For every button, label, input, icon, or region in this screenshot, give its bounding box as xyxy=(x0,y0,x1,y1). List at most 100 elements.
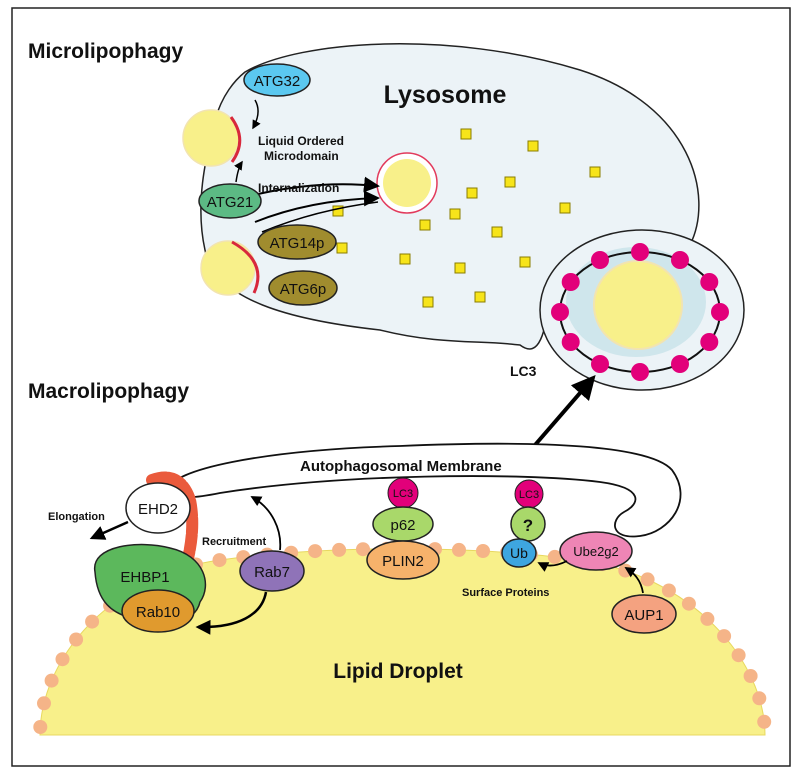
cargo-square xyxy=(474,291,486,303)
ub-label: Ub xyxy=(510,545,528,561)
recruitment-arrow xyxy=(250,496,282,551)
cargo-square xyxy=(589,166,601,178)
cargo-square xyxy=(460,128,472,140)
autophagosome-arrow xyxy=(533,374,596,447)
micro-lipid-bottom xyxy=(200,240,256,296)
atg6p-label: ATG6p xyxy=(280,281,326,298)
lc3-dot xyxy=(551,303,569,321)
surface-proteins-label: Surface Proteins xyxy=(462,587,549,599)
lc3-dot xyxy=(711,303,729,321)
surface-dot xyxy=(757,714,772,729)
lysosome-cargo xyxy=(332,128,601,308)
atg21-to-domain-arrow xyxy=(234,160,243,183)
cargo-square xyxy=(527,140,539,152)
lc3-dot xyxy=(700,333,719,351)
section-title-macro: Macrolipophagy xyxy=(28,380,189,403)
cargo-square xyxy=(491,226,503,238)
p62-protein: p62 xyxy=(372,506,434,542)
internalization-label: Internalization xyxy=(258,181,339,195)
surface-dot xyxy=(308,544,323,559)
lc3-dot xyxy=(591,251,609,269)
atg21-protein: ATG21 xyxy=(198,183,262,219)
atg6p-protein: ATG6p xyxy=(268,270,338,306)
plin2-label: PLIN2 xyxy=(382,553,424,570)
elongation-arrow xyxy=(89,520,129,540)
lc3-protein-a: LC3 xyxy=(387,477,419,509)
surface-dot xyxy=(731,648,746,663)
cargo-square xyxy=(419,219,431,231)
atg32-label: ATG32 xyxy=(254,73,300,90)
internalization-arrow-1 xyxy=(257,176,380,195)
cargo-square xyxy=(504,176,516,188)
surface-dot xyxy=(332,542,347,557)
cargo-square xyxy=(454,262,466,274)
lc3-a-label: LC3 xyxy=(393,488,413,500)
surface-dot xyxy=(356,542,370,557)
recruitment-label: Recruitment xyxy=(202,536,267,548)
ube2g2-label: Ube2g2 xyxy=(573,544,619,559)
surface-dot xyxy=(37,696,51,711)
rab7-to-rab10-arrow xyxy=(195,591,268,635)
surface-dot xyxy=(681,596,696,611)
rab10-protein: Rab10 xyxy=(121,589,195,633)
microdomain-top xyxy=(229,116,242,163)
surface-dot xyxy=(44,673,59,688)
unknown-protein: ? xyxy=(510,506,546,542)
lipid-droplet-label: Lipid Droplet xyxy=(333,660,463,683)
lc3-protein-b: LC3 xyxy=(514,479,544,509)
cargo-square xyxy=(519,256,531,268)
plin2-protein: PLIN2 xyxy=(366,540,440,580)
internalized-lipid xyxy=(383,159,431,207)
lc3-dot xyxy=(591,355,609,373)
lc3-dot xyxy=(631,243,649,261)
lysosome-label: Lysosome xyxy=(384,81,507,109)
cargo-square xyxy=(449,208,461,220)
surface-dot xyxy=(33,720,48,734)
autophagosomal-membrane xyxy=(167,442,682,538)
autophagosome-lc3-label: LC3 xyxy=(510,363,537,379)
ehd2-label: EHD2 xyxy=(138,501,178,518)
cargo-square xyxy=(336,242,348,254)
atg14p-protein: ATG14p xyxy=(257,224,337,260)
internalization-arrow-2 xyxy=(254,190,380,223)
cargo-square xyxy=(559,202,571,214)
elongation-label: Elongation xyxy=(48,511,105,523)
surface-dot xyxy=(452,542,466,557)
ehd2-tubule xyxy=(146,471,199,572)
aup1-protein: AUP1 xyxy=(611,594,677,634)
internalization-arrow-3 xyxy=(261,201,379,233)
surface-dot xyxy=(661,583,676,598)
surface-dot xyxy=(55,652,70,667)
aup1-to-ube2g2-arrow xyxy=(624,567,644,594)
ube2g2-protein: Ube2g2 xyxy=(559,531,633,571)
lc3-dot xyxy=(631,363,649,381)
atg32-to-domain-arrow xyxy=(252,99,261,130)
lc3-dot xyxy=(700,273,719,291)
lc3-dot xyxy=(671,251,689,269)
cargo-square xyxy=(332,205,344,217)
cargo-square xyxy=(466,187,478,199)
lc3-dots xyxy=(551,243,729,381)
surface-dot xyxy=(700,611,715,626)
p62-label: p62 xyxy=(390,517,415,534)
ehbp1-label: EHBP1 xyxy=(120,569,169,586)
cargo-square xyxy=(399,253,411,265)
atg32-protein: ATG32 xyxy=(243,63,311,97)
aup1-label: AUP1 xyxy=(624,607,663,624)
cargo-square xyxy=(422,296,434,308)
lc3-dot xyxy=(561,333,580,351)
rab7-protein: Rab7 xyxy=(239,550,305,592)
surface-dot xyxy=(69,632,84,647)
rab10-label: Rab10 xyxy=(136,604,180,621)
surface-dot xyxy=(212,553,227,568)
section-title-micro: Microlipophagy xyxy=(28,40,183,63)
membrane-label: Autophagosomal Membrane xyxy=(300,458,502,475)
atg14p-label: ATG14p xyxy=(270,235,325,252)
ub-protein: Ub xyxy=(501,538,537,568)
ube2g2-to-ub-arrow xyxy=(537,560,568,572)
atg21-label: ATG21 xyxy=(207,194,253,211)
lc3-b-label: LC3 xyxy=(519,489,539,501)
surface-dot xyxy=(85,614,100,629)
surface-dot xyxy=(640,572,655,587)
